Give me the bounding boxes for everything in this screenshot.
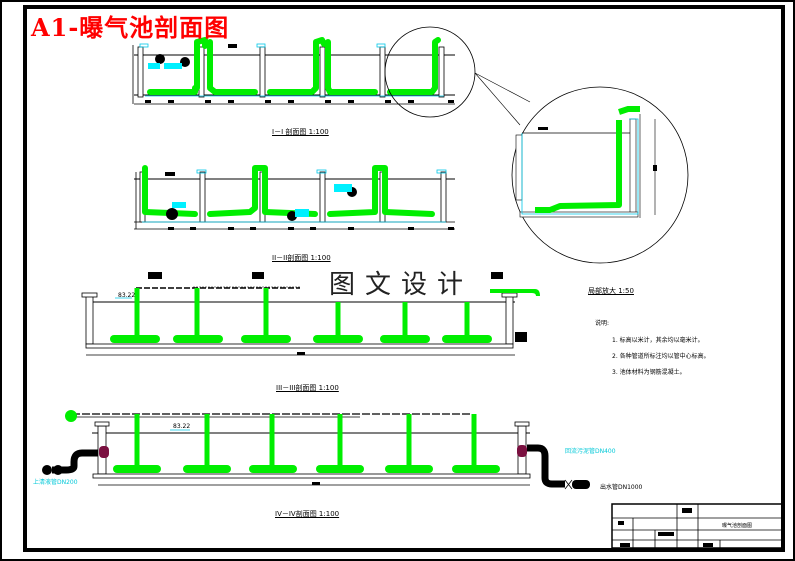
title-block bbox=[611, 503, 784, 549]
inner-border bbox=[23, 5, 785, 552]
note-item-3: 3. 池体材料为钢筋混凝土。 bbox=[612, 369, 686, 376]
note-item-1: 1. 标高以米计，其余均以毫米计。 bbox=[612, 337, 704, 344]
section-caption-3: III－III剖面图 1:100 bbox=[276, 384, 339, 392]
drawing-title: A1-曝气池剖面图 bbox=[31, 13, 230, 42]
return-sludge-pipe-label: 回流污泥管DN400 bbox=[565, 448, 616, 455]
notes-heading: 说明: bbox=[595, 320, 610, 327]
section-caption-2: II－II剖面图 1:100 bbox=[272, 254, 331, 262]
section-2-2 bbox=[134, 165, 455, 230]
section-caption-4: IV－IV剖面图 1:100 bbox=[275, 510, 340, 518]
section-1-1 bbox=[132, 26, 476, 118]
section-caption-1: I－I 剖面图 1:100 bbox=[272, 128, 329, 136]
watermark: 图文设计 bbox=[325, 264, 478, 301]
detail-enlargement bbox=[474, 72, 689, 264]
title-block-drawing-name: 曝气池剖面图 bbox=[722, 523, 753, 529]
inlet-pipe-label: 上清液管DN200 bbox=[33, 479, 78, 486]
detail-caption: 局部放大 1:50 bbox=[588, 287, 634, 295]
section-4-4 bbox=[42, 410, 590, 490]
section-3-3 bbox=[81, 272, 540, 356]
note-item-2: 2. 各种管道所标注均以管中心标高。 bbox=[612, 353, 710, 360]
water-level-4: 83.22 bbox=[173, 423, 190, 430]
outlet-pipe-label: 出水管DN1000 bbox=[600, 484, 643, 491]
water-level-3: 83.22 bbox=[118, 292, 135, 299]
